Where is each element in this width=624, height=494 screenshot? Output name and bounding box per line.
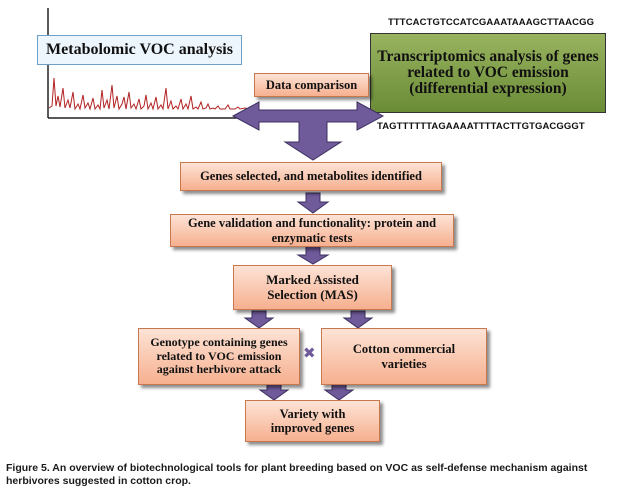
figure-caption: Figure 5. An overview of biotechnologica… [6,462,618,487]
data-comparison-box: Data comparison [254,73,369,97]
mas-box: Marked Assisted Selection (MAS) [233,265,392,310]
sequence-bottom: TAGTTTTTTAGAAAATTTTACTTGTGACGGGT [377,121,585,132]
genotype-box: Genotype containing genes related to VOC… [138,328,300,385]
cotton-box: Cotton commercial varieties [321,328,487,385]
double-arrow [231,101,385,161]
cross-symbol: ✖ [303,344,316,362]
caption-text: An overview of biotechnological tools fo… [6,462,588,487]
gene-validation-box: Gene validation and functionality: prote… [170,214,454,247]
transcriptomics-box: Transcriptomics analysis of genes relate… [370,33,606,113]
sequence-top: TTTCACTGTCCATCGAAATAAAGCTTAACGG [388,17,595,28]
caption-label: Figure 5. [6,462,50,474]
down-arrow-4 [342,310,374,329]
down-arrow-3 [243,310,275,329]
down-arrow-2 [296,245,330,265]
variety-box: Variety with improved genes [245,400,380,442]
down-arrow-5 [258,383,290,401]
down-arrow-1 [296,192,330,214]
genes-selected-box: Genes selected, and metabolites identifi… [180,162,442,191]
voc-analysis-title: Metabolomic VOC analysis [37,35,242,65]
down-arrow-6 [323,383,355,401]
